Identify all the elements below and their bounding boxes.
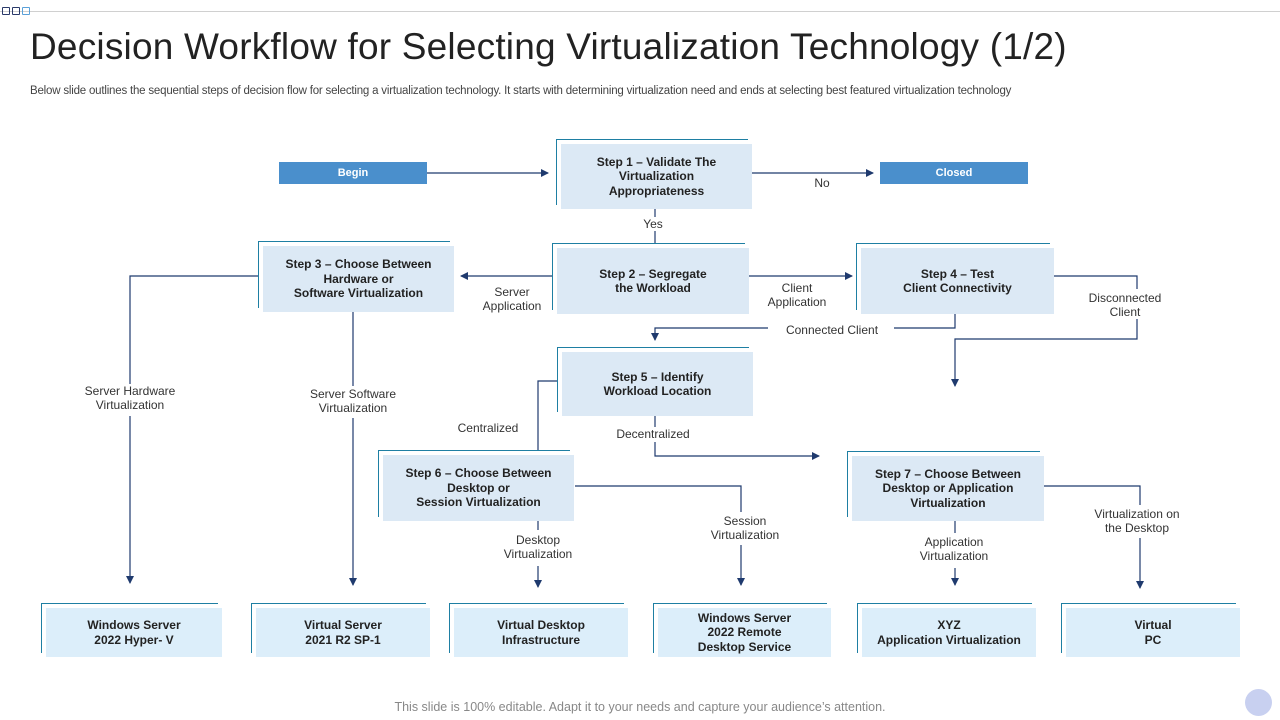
step4-connected-arrow xyxy=(651,327,768,341)
label-no: No xyxy=(814,176,830,190)
outcome-label: Windows Server 2022 Hyper- V xyxy=(46,608,222,657)
step1-label: Step 1 – Validate The Virtualization App… xyxy=(561,144,752,209)
step7-label: Step 7 – Choose Between Desktop or Appli… xyxy=(852,456,1044,521)
begin-node: Begin xyxy=(279,162,427,184)
label-server-hardware-virtualization: Server Hardware Virtualization xyxy=(84,384,176,412)
square-icon xyxy=(12,7,20,15)
label-server-software-virtualization: Server Software Virtualization xyxy=(309,387,397,415)
step3-hardware-line xyxy=(129,275,258,384)
outcome-label: Windows Server 2022 Remote Desktop Servi… xyxy=(658,608,831,657)
label-virtualization-on-desktop: Virtualization on the Desktop xyxy=(1094,507,1180,535)
page-subtitle: Below slide outlines the sequential step… xyxy=(30,85,1012,97)
label-desktop-virtualization: Desktop Virtualization xyxy=(503,533,573,561)
label-session-virtualization: Session Virtualization xyxy=(710,514,780,542)
label-server-application: Server Application xyxy=(482,285,542,313)
step5-centralized-line xyxy=(537,380,557,451)
step7-desktop-line xyxy=(1044,485,1141,505)
outcome-label: Virtual Server 2021 R2 SP-1 xyxy=(256,608,430,657)
label-yes: Yes xyxy=(643,217,663,231)
page-title: Decision Workflow for Selecting Virtuali… xyxy=(30,26,1067,67)
outcome-label: Virtual PC xyxy=(1066,608,1240,657)
outcome-label: XYZ Application Virtualization xyxy=(862,608,1036,657)
label-client-application: Client Application xyxy=(767,281,827,309)
label-disconnected-client: Disconnected Client xyxy=(1088,291,1162,319)
window-controls xyxy=(2,7,30,15)
outcome-label: Virtual Desktop Infrastructure xyxy=(454,608,628,657)
label-application-virtualization: Application Virtualization xyxy=(919,535,989,563)
label-centralized: Centralized xyxy=(457,421,519,435)
step4-label: Step 4 – Test Client Connectivity xyxy=(861,248,1054,314)
label-connected-client: Connected Client xyxy=(785,323,879,337)
footer-note: This slide is 100% editable. Adapt it to… xyxy=(394,700,886,714)
top-divider xyxy=(0,11,1280,12)
step3-label: Step 3 – Choose Between Hardware or Soft… xyxy=(263,246,454,312)
step5-decentralized-arrow xyxy=(654,442,820,460)
step6-label: Step 6 – Choose Between Desktop or Sessi… xyxy=(383,455,574,521)
step6-session-line xyxy=(575,485,742,512)
square-icon xyxy=(22,7,30,15)
step5-label: Step 5 – Identify Workload Location xyxy=(562,352,753,416)
closed-node: Closed xyxy=(880,162,1028,184)
label-decentralized: Decentralized xyxy=(616,427,690,441)
step4-disconnected-line xyxy=(1054,275,1138,289)
step2-label: Step 2 – Segregate the Workload xyxy=(557,248,749,314)
corner-circle-icon xyxy=(1245,689,1272,716)
step4-disconnected-arrow xyxy=(951,319,1138,387)
step4-connected-line xyxy=(894,314,956,329)
square-icon xyxy=(2,7,10,15)
